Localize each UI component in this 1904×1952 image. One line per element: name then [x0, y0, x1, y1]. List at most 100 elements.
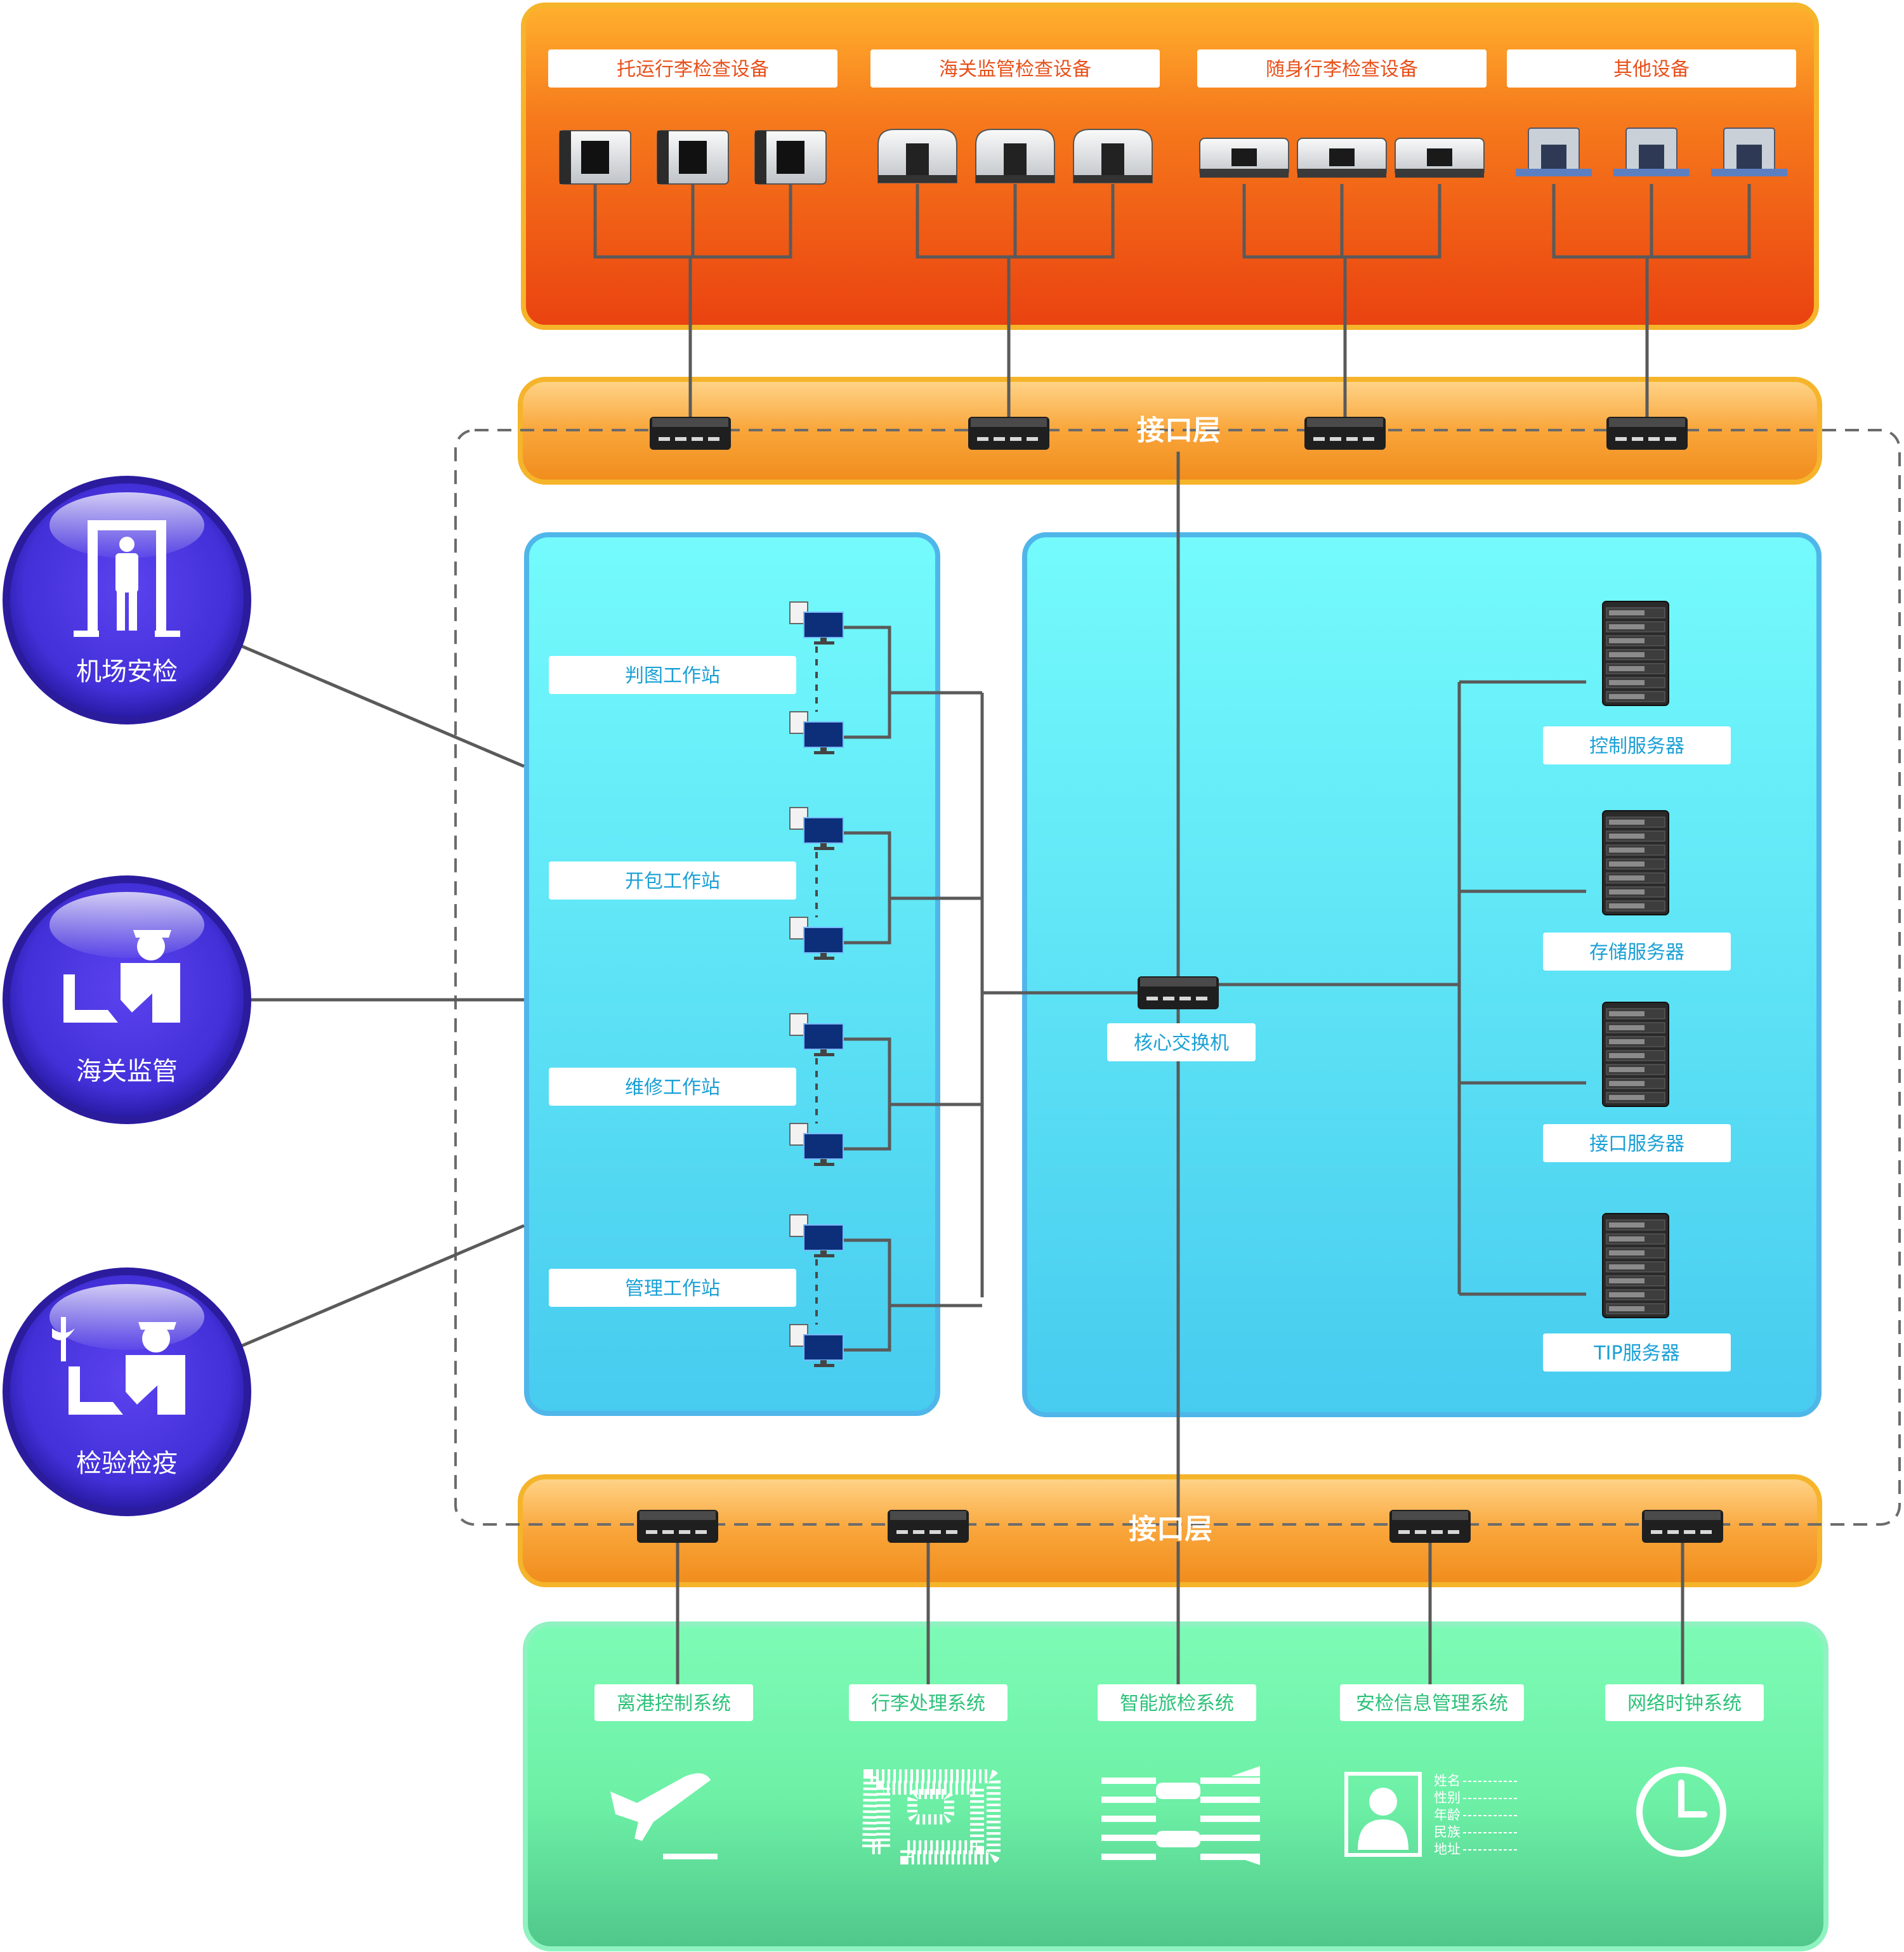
agency-circle-label-1: 海关监管 — [76, 1057, 178, 1086]
server-label-3: TIP服务器 — [1543, 1333, 1731, 1372]
workstation-pc-0-b — [789, 711, 844, 754]
category-label-1-box — [870, 49, 1160, 88]
workstation-label-2-text: 维修工作站 — [625, 1077, 720, 1099]
workstation-label-2-box — [549, 1068, 796, 1106]
core-switch-vent — [1140, 978, 1216, 986]
iface-switch-bottom-0-port — [646, 1530, 657, 1534]
scanner-device-3-0 — [1516, 128, 1592, 176]
server-panel — [1022, 532, 1822, 1417]
server-label-2-box — [1543, 1124, 1731, 1162]
system-label-3-text: 安检信息管理系统 — [1356, 1693, 1508, 1715]
iface-switch-top-2-port — [1363, 437, 1374, 441]
workstation-label-2: 维修工作站 — [549, 1068, 796, 1106]
iface-switch-top-2-port — [1346, 437, 1358, 441]
category-label-0: 托运行李检查设备 — [548, 49, 837, 88]
id-card-field-label: 地址 — [1434, 1842, 1461, 1857]
server-label-0: 控制服务器 — [1543, 726, 1731, 764]
workstation-label-3-box — [549, 1269, 796, 1307]
iface-switch-top-3-port — [1665, 437, 1676, 441]
scanner-device-0-1 — [657, 130, 729, 185]
iface-switch-top-1-port — [1027, 437, 1038, 441]
iface-switch-bottom-1-port — [913, 1530, 924, 1534]
server-label-0-text: 控制服务器 — [1589, 735, 1684, 757]
iface-switch-bottom-0-port — [695, 1530, 707, 1534]
customs-officer-icon — [63, 930, 180, 1023]
workstation-pair-bus-1 — [844, 831, 891, 945]
iface-switch-bottom-0-port — [662, 1530, 674, 1534]
scanner-device-2-1 — [1297, 138, 1387, 178]
iface-switch-bottom-4-port — [1700, 1530, 1712, 1534]
inspection-lanes-icon — [1101, 1766, 1260, 1865]
scanner-device-1-1 — [975, 129, 1055, 183]
iface-switch-bottom-0-port — [679, 1530, 690, 1534]
system-label-1-text: 行李处理系统 — [871, 1693, 985, 1715]
core-switch-port — [1196, 997, 1207, 1000]
workstation-pair-bus-3 — [844, 1238, 891, 1352]
iface-switch-bottom-4-port — [1667, 1530, 1679, 1534]
iface-switch-top-3-port — [1648, 437, 1660, 441]
server-rack-2 — [1602, 1002, 1669, 1107]
agency-circle-0: 机场安检 — [3, 476, 251, 724]
core-switch-label-text: 核心交换机 — [1134, 1032, 1229, 1054]
iface-switch-top-2-vent — [1307, 418, 1383, 427]
server-rack-0 — [1602, 601, 1669, 706]
iface-switch-bottom-0 — [637, 1510, 718, 1543]
category-label-1: 海关监管检查设备 — [870, 49, 1160, 88]
workstation-label-1: 开包工作站 — [549, 861, 796, 900]
system-label-0-text: 离港控制系统 — [617, 1693, 731, 1715]
interface-layer-bottom — [518, 1474, 1822, 1587]
system-label-2-text: 智能旅检系统 — [1120, 1693, 1234, 1715]
id-card-field-label: 性别 — [1434, 1790, 1461, 1805]
iface-switch-bottom-1-port — [929, 1530, 941, 1534]
workstation-pc-3-b — [789, 1324, 844, 1367]
iface-switch-top-0-port — [692, 437, 703, 441]
circle-link-2 — [237, 1224, 525, 1349]
workstation-panel — [524, 532, 940, 1416]
workstation-pair-bus-0 — [844, 626, 891, 739]
clock-icon — [1636, 1767, 1726, 1857]
core-switch-label-box — [1107, 1023, 1256, 1061]
workstation-label-0-text: 判图工作站 — [625, 665, 720, 687]
iface-switch-top-2 — [1304, 417, 1386, 450]
iface-switch-top-2-port — [1313, 437, 1325, 441]
agency-circle-1: 海关监管 — [3, 875, 251, 1124]
workstation-pc-2-b — [789, 1123, 844, 1166]
category-label-0-text: 托运行李检查设备 — [617, 58, 769, 81]
airplane-departure-icon — [610, 1773, 718, 1859]
category-label-2-text: 随身行李检查设备 — [1266, 58, 1418, 81]
workstation-label-1-box — [549, 861, 796, 900]
category-label-2: 随身行李检查设备 — [1197, 49, 1487, 88]
system-label-4: 网络时钟系统 — [1605, 1684, 1764, 1721]
iface-switch-top-2-port — [1330, 437, 1341, 441]
core-switch-port — [1146, 997, 1158, 1000]
system-label-1: 行李处理系统 — [849, 1684, 1008, 1721]
scanner-device-3-2 — [1711, 128, 1787, 176]
iface-switch-top-0-port — [708, 437, 719, 441]
iface-switch-bottom-1-port — [946, 1530, 957, 1534]
iface-switch-bottom-3 — [1389, 1510, 1471, 1543]
id-card-field-label: 年龄 — [1434, 1807, 1461, 1823]
system-label-0-box — [594, 1684, 753, 1721]
server-rack-1 — [1602, 810, 1669, 915]
iface-switch-top-1-port — [994, 437, 1005, 441]
iface-switch-top-0-port — [659, 437, 670, 441]
workstation-label-0: 判图工作站 — [549, 656, 796, 694]
system-label-3-box — [1340, 1684, 1524, 1721]
iface-switch-bottom-3-vent — [1392, 1511, 1468, 1520]
server-label-2: 接口服务器 — [1543, 1124, 1731, 1162]
server-label-1: 存储服务器 — [1543, 933, 1731, 971]
agency-circle-gloss — [49, 892, 204, 958]
iface-switch-top-0-vent — [652, 418, 728, 427]
server-rack-3 — [1602, 1213, 1669, 1318]
server-label-0-box — [1543, 726, 1731, 764]
iface-switch-top-0 — [650, 417, 731, 450]
iface-switch-bottom-3-port — [1431, 1530, 1443, 1534]
iface-switch-bottom-4-port — [1651, 1530, 1662, 1534]
workstation-pc-0-a — [789, 601, 844, 645]
system-label-4-text: 网络时钟系统 — [1627, 1693, 1742, 1715]
workstation-label-1-text: 开包工作站 — [625, 870, 720, 893]
scanner-device-0-0 — [559, 130, 631, 185]
server-label-3-box — [1543, 1333, 1731, 1372]
